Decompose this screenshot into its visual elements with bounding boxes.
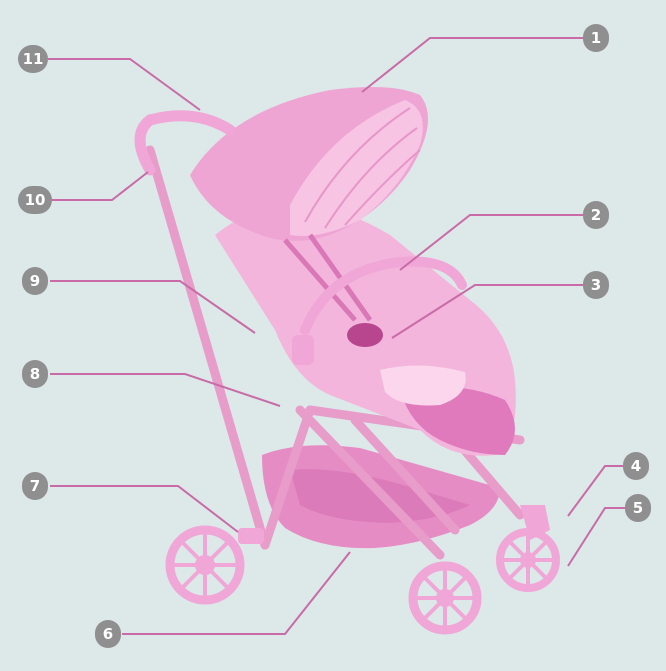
front-left-wheel bbox=[413, 566, 477, 630]
callout-2: 2 bbox=[583, 201, 609, 229]
callout-label-9: 9 bbox=[30, 272, 40, 290]
fold-joint bbox=[292, 335, 314, 365]
callout-6: 6 bbox=[95, 620, 121, 648]
callout-label-4: 4 bbox=[631, 457, 641, 475]
callout-label-8: 8 bbox=[30, 365, 40, 383]
callout-label-11: 11 bbox=[23, 50, 44, 68]
leader-line-1 bbox=[362, 38, 584, 92]
rear-brake-pedal bbox=[238, 528, 264, 544]
callout-label-1: 1 bbox=[591, 29, 601, 47]
leader-line-8 bbox=[50, 374, 280, 406]
callout-9: 9 bbox=[22, 267, 48, 295]
callout-11: 11 bbox=[18, 45, 48, 73]
callout-8: 8 bbox=[22, 360, 48, 388]
leader-line-11 bbox=[48, 59, 200, 110]
leader-line-9 bbox=[50, 281, 255, 333]
callout-label-6: 6 bbox=[103, 625, 113, 643]
rear-left-wheel bbox=[170, 530, 240, 600]
callout-10: 10 bbox=[18, 186, 52, 214]
stroller-illustration bbox=[140, 87, 556, 630]
front-right-wheel bbox=[500, 532, 556, 588]
callout-label-5: 5 bbox=[633, 499, 643, 517]
leader-line-10 bbox=[52, 172, 148, 200]
harness-buckle bbox=[347, 323, 383, 347]
callout-1: 1 bbox=[583, 24, 609, 52]
leader-line-7 bbox=[50, 486, 238, 532]
callout-label-7: 7 bbox=[30, 477, 40, 495]
callout-label-3: 3 bbox=[591, 276, 601, 294]
callout-7: 7 bbox=[22, 472, 48, 500]
callout-5: 5 bbox=[625, 494, 651, 522]
leader-line-5 bbox=[568, 508, 627, 566]
callout-4: 4 bbox=[623, 452, 649, 480]
callout-label-2: 2 bbox=[591, 206, 601, 224]
callout-3: 3 bbox=[583, 271, 609, 299]
callout-label-10: 10 bbox=[25, 191, 46, 209]
